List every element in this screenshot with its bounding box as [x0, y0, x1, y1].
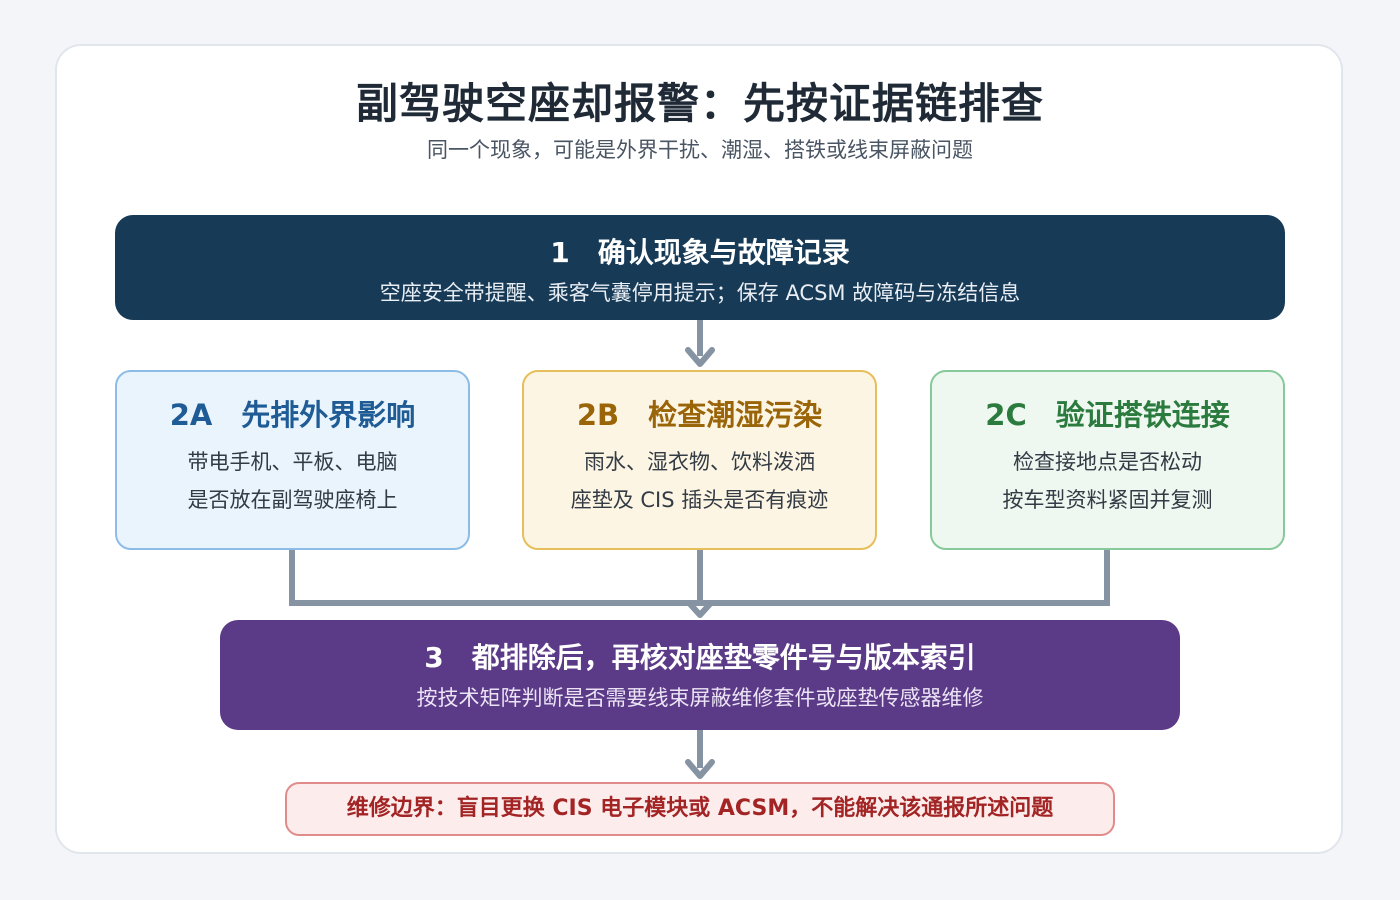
- step3-box: 3 都排除后，再核对座垫零件号与版本索引 按技术矩阵判断是否需要线束屏蔽维修套件…: [220, 620, 1180, 730]
- branch-2c-line2: 按车型资料紧固并复测: [1002, 488, 1213, 512]
- branch-2a-title: 2A 先排外界影响: [169, 398, 416, 432]
- arrowhead-to-step3: [687, 601, 713, 618]
- branch-2b-box: 2B 检查潮湿污染 雨水、湿衣物、饮料泼洒 座垫及 CIS 插头是否有痕迹: [522, 370, 877, 550]
- arrowhead-to-warning: [685, 759, 715, 779]
- branch-2b-title: 2B 检查潮湿污染: [576, 398, 823, 432]
- step3-title: 3 都排除后，再核对座垫零件号与版本索引: [424, 641, 976, 674]
- branch-2c-box: 2C 验证搭铁连接 检查接地点是否松动 按车型资料紧固并复测: [930, 370, 1285, 550]
- step1-box: 1 确认现象与故障记录 空座安全带提醒、乘客气囊停用提示；保存 ACSM 故障码…: [115, 215, 1285, 320]
- branch-2a-line1: 带电手机、平板、电脑: [187, 450, 398, 474]
- branch-2b-line2: 座垫及 CIS 插头是否有痕迹: [570, 488, 829, 512]
- page-title: 副驾驶空座却报警：先按证据链排查: [355, 79, 1044, 128]
- repair-boundary-warning: 维修边界：盲目更换 CIS 电子模块或 ACSM，不能解决该通报所述问题: [285, 782, 1115, 836]
- step1-title: 1 确认现象与故障记录: [550, 236, 850, 269]
- branch-2b-line1: 雨水、湿衣物、饮料泼洒: [584, 450, 815, 474]
- step1-description: 空座安全带提醒、乘客气囊停用提示；保存 ACSM 故障码与冻结信息: [379, 281, 1021, 305]
- branch-2c-title: 2C 验证搭铁连接: [985, 398, 1230, 432]
- step3-description: 按技术矩阵判断是否需要线束屏蔽维修套件或座垫传感器维修: [416, 686, 984, 710]
- arrowhead-to-branches: [685, 347, 715, 367]
- branch-2a-line2: 是否放在副驾驶座椅上: [187, 488, 398, 512]
- branch-2c-line1: 检查接地点是否松动: [1013, 450, 1202, 474]
- page-subtitle: 同一个现象，可能是外界干扰、潮湿、搭铁或线束屏蔽问题: [427, 138, 973, 162]
- branch-2a-box: 2A 先排外界影响 带电手机、平板、电脑 是否放在副驾驶座椅上: [115, 370, 470, 550]
